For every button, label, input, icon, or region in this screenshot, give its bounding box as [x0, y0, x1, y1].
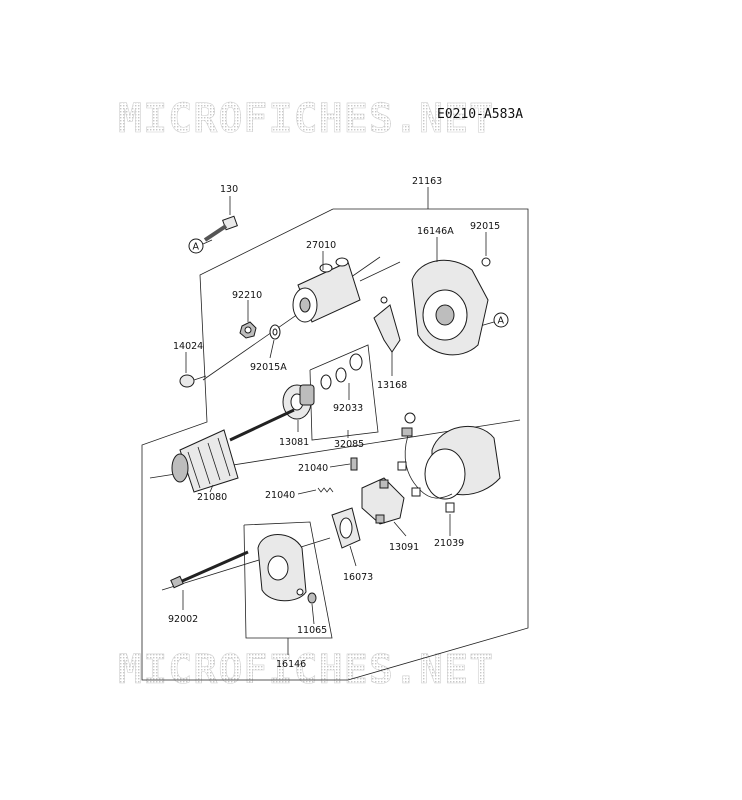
- part-13168-lever: [373, 296, 401, 353]
- part-13091-brush-holder: [361, 477, 405, 525]
- ref-marker-a-right: A: [479, 312, 509, 328]
- label-21163: 21163: [412, 176, 442, 187]
- part-92015a-washer: [269, 324, 281, 340]
- label-16146a: 16146A: [417, 226, 454, 237]
- label-92210: 92210: [232, 290, 262, 301]
- label-27010: 27010: [306, 240, 336, 251]
- part-92002-through-bolt: [170, 550, 249, 589]
- label-13168: 13168: [377, 380, 407, 391]
- label-92033: 92033: [333, 403, 363, 414]
- guide-line-bolt: [161, 537, 331, 591]
- part-16146a-housing: [411, 257, 491, 356]
- label-21080: 21080: [197, 492, 227, 503]
- label-13081: 13081: [279, 437, 309, 448]
- diagram-code: E0210-A583A: [437, 107, 523, 122]
- part-11065-screw: [307, 592, 317, 604]
- part-92033-ring-set: [320, 353, 363, 390]
- label-32085: 32085: [334, 439, 364, 450]
- main-outline: [141, 208, 529, 681]
- label-13091: 13091: [389, 542, 419, 553]
- label-11065: 11065: [297, 625, 327, 636]
- label-92015a: 92015A: [250, 362, 287, 373]
- leader-lines: [182, 187, 487, 655]
- part-16073-cover: [331, 507, 361, 549]
- label-16146: 16146: [276, 659, 306, 670]
- label-21039: 21039: [434, 538, 464, 549]
- part-16146-end-frame: [257, 534, 307, 602]
- part-21040-spring-lower: [317, 487, 334, 493]
- watermark-bottom: MICROFICHES.NET: [118, 647, 494, 693]
- label-92002: 92002: [168, 614, 198, 625]
- label-92015: 92015: [470, 221, 500, 232]
- group-box-16146: [243, 521, 333, 639]
- label-14024: 14024: [173, 341, 203, 352]
- label-21040-upper: 21040: [298, 463, 328, 474]
- group-box-32085: [309, 344, 379, 441]
- part-21039-yoke: [397, 412, 501, 513]
- part-130-bolt: [203, 215, 238, 242]
- watermark-top: MICROFICHES.NET: [118, 96, 494, 142]
- svg-text:A: A: [498, 316, 505, 327]
- part-21040-spring-upper: [350, 457, 358, 471]
- label-16073: 16073: [343, 572, 373, 583]
- svg-text:A: A: [193, 242, 200, 253]
- part-14024-bushing: [179, 374, 207, 388]
- label-130: 130: [220, 184, 238, 195]
- ref-marker-a-left: A: [188, 238, 213, 254]
- part-21080-armature: [171, 408, 295, 493]
- part-92210-nut: [239, 321, 257, 339]
- label-21040-lower: 21040: [265, 490, 295, 501]
